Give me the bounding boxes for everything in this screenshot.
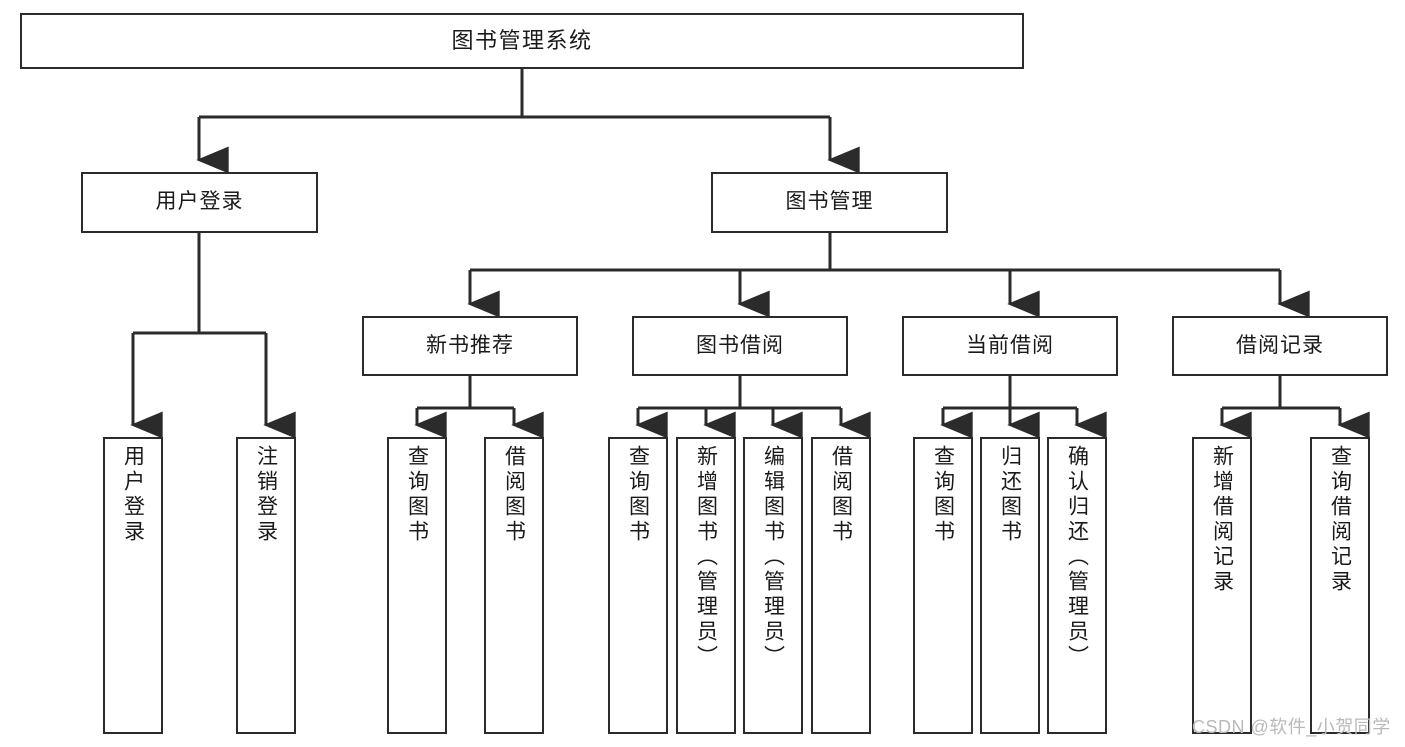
node-label: 图书借阅 xyxy=(696,333,784,357)
node-label: 查询图书 xyxy=(626,445,650,545)
leaf-logout[interactable]: 注销登录 xyxy=(236,437,296,734)
node-user-login[interactable]: 用户登录 xyxy=(81,172,318,233)
node-label: 用户登录 xyxy=(155,190,244,214)
leaf-return-book[interactable]: 归还图书 xyxy=(980,437,1040,734)
leaf-query-book-current[interactable]: 查询图书 xyxy=(913,437,973,734)
node-book-management[interactable]: 图书管理 xyxy=(711,172,948,233)
node-borrow-records[interactable]: 借阅记录 xyxy=(1172,316,1388,376)
node-label: 借阅图书 xyxy=(502,445,526,545)
leaf-query-book-borrow[interactable]: 查询图书 xyxy=(608,437,668,734)
node-label: 注销登录 xyxy=(254,445,278,545)
node-label: 编辑图书（管理员） xyxy=(761,445,785,670)
node-label: 查询借阅记录 xyxy=(1328,445,1352,595)
node-current-borrow[interactable]: 当前借阅 xyxy=(902,316,1118,376)
watermark-text: CSDN @软件_小贺同学 xyxy=(1192,717,1391,737)
node-label: 当前借阅 xyxy=(966,333,1054,357)
node-label: 新增借阅记录 xyxy=(1210,445,1234,595)
node-label: 查询图书 xyxy=(931,445,955,545)
node-label: 借阅记录 xyxy=(1236,333,1324,357)
node-label: 归还图书 xyxy=(998,445,1022,545)
node-label: 用户登录 xyxy=(121,445,145,545)
node-label: 新书推荐 xyxy=(426,333,514,357)
node-book-borrow[interactable]: 图书借阅 xyxy=(632,316,848,376)
leaf-user-login[interactable]: 用户登录 xyxy=(103,437,163,734)
node-new-book-recommend[interactable]: 新书推荐 xyxy=(362,316,578,376)
node-label: 借阅图书 xyxy=(829,445,853,545)
leaf-query-book-recommend[interactable]: 查询图书 xyxy=(387,437,447,734)
leaf-add-borrow-record[interactable]: 新增借阅记录 xyxy=(1192,437,1252,734)
leaf-borrow-book[interactable]: 借阅图书 xyxy=(811,437,871,734)
node-root-book-management-system[interactable]: 图书管理系统 xyxy=(20,13,1024,69)
leaf-confirm-return-admin[interactable]: 确认归还（管理员） xyxy=(1047,437,1107,734)
leaf-query-borrow-record[interactable]: 查询借阅记录 xyxy=(1310,437,1370,734)
leaf-add-book-admin[interactable]: 新增图书（管理员） xyxy=(676,437,736,734)
node-label: 图书管理系统 xyxy=(451,28,593,54)
node-label: 查询图书 xyxy=(405,445,429,545)
node-label: 新增图书（管理员） xyxy=(694,445,718,670)
leaf-edit-book-admin[interactable]: 编辑图书（管理员） xyxy=(743,437,803,734)
node-label: 确认归还（管理员） xyxy=(1065,445,1089,670)
leaf-borrow-book-recommend[interactable]: 借阅图书 xyxy=(484,437,544,734)
node-label: 图书管理 xyxy=(785,190,874,214)
